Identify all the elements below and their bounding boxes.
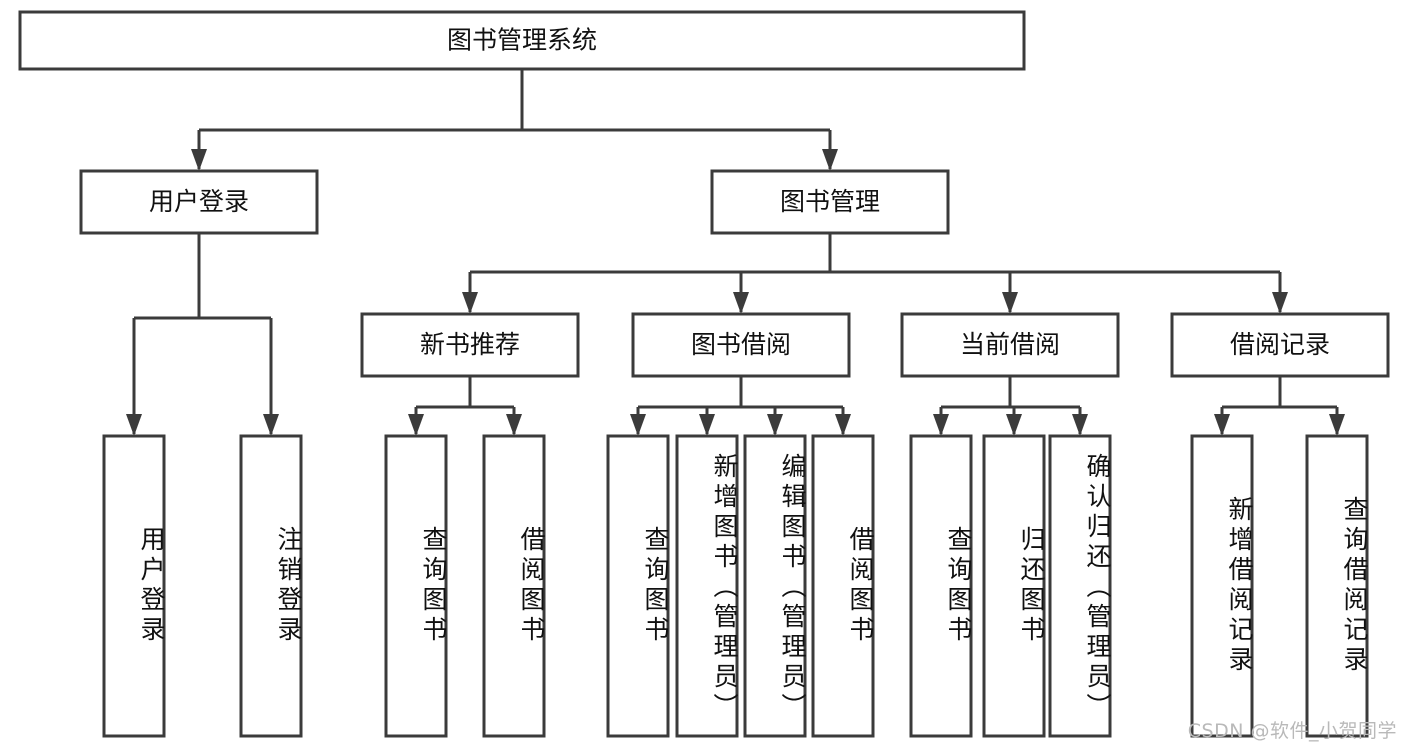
arrowhead-icon <box>835 414 851 436</box>
node-box-leaf-return-book[interactable] <box>982 434 1046 738</box>
node-box-leaf-add-book[interactable] <box>675 434 739 738</box>
node-box-leaf-edit-book[interactable] <box>743 434 807 738</box>
node-label-book-manage: 图书管理 <box>780 187 880 216</box>
node-box-book-manage[interactable] <box>710 169 950 235</box>
arrowhead-icon <box>933 414 949 436</box>
node-box-leaf-borrow-book-1[interactable] <box>482 434 546 738</box>
node-box-leaf-user-logout[interactable] <box>239 434 303 738</box>
node-box-leaf-query-record[interactable] <box>1305 434 1369 738</box>
node-box-leaf-query-book-2[interactable] <box>606 434 670 738</box>
arrowhead-icon <box>699 414 715 436</box>
arrowhead-icon <box>1002 292 1018 314</box>
node-box-leaf-user-login[interactable] <box>102 434 166 738</box>
arrowhead-icon <box>1329 414 1345 436</box>
arrowhead-icon <box>1214 414 1230 436</box>
node-label-root: 图书管理系统 <box>447 26 597 55</box>
node-box-book-borrow[interactable] <box>631 312 851 378</box>
connector-edges-layer <box>126 69 1345 436</box>
arrowhead-icon <box>126 414 142 436</box>
node-label-book-borrow: 图书借阅 <box>691 330 791 359</box>
arrowhead-icon <box>822 149 838 171</box>
arrowhead-icon <box>191 149 207 171</box>
arrowhead-icon <box>733 292 749 314</box>
arrowhead-icon <box>767 414 783 436</box>
node-box-root[interactable] <box>18 10 1026 71</box>
arrowhead-icon <box>462 292 478 314</box>
node-box-current-borrow[interactable] <box>900 312 1120 378</box>
node-label-new-book-rec: 新书推荐 <box>420 330 520 359</box>
node-box-borrow-record[interactable] <box>1170 312 1390 378</box>
node-box-leaf-borrow-book-2[interactable] <box>811 434 875 738</box>
node-box-leaf-add-record[interactable] <box>1190 434 1254 738</box>
arrowhead-icon <box>1006 414 1022 436</box>
node-box-new-book-rec[interactable] <box>360 312 580 378</box>
node-label-user-login: 用户登录 <box>149 187 249 216</box>
node-label-current-borrow: 当前借阅 <box>960 330 1060 359</box>
arrowhead-icon <box>263 414 279 436</box>
arrowhead-icon <box>1272 292 1288 314</box>
arrowhead-icon <box>408 414 424 436</box>
node-boxes-layer <box>18 10 1390 738</box>
arrowhead-icon <box>1072 414 1088 436</box>
node-box-leaf-confirm-return[interactable] <box>1048 434 1112 738</box>
arrowhead-icon <box>630 414 646 436</box>
node-box-user-login[interactable] <box>79 169 319 235</box>
node-box-leaf-query-book-3[interactable] <box>909 434 973 738</box>
node-label-borrow-record: 借阅记录 <box>1230 330 1330 359</box>
node-box-leaf-query-book-1[interactable] <box>384 434 448 738</box>
arrowhead-icon <box>506 414 522 436</box>
